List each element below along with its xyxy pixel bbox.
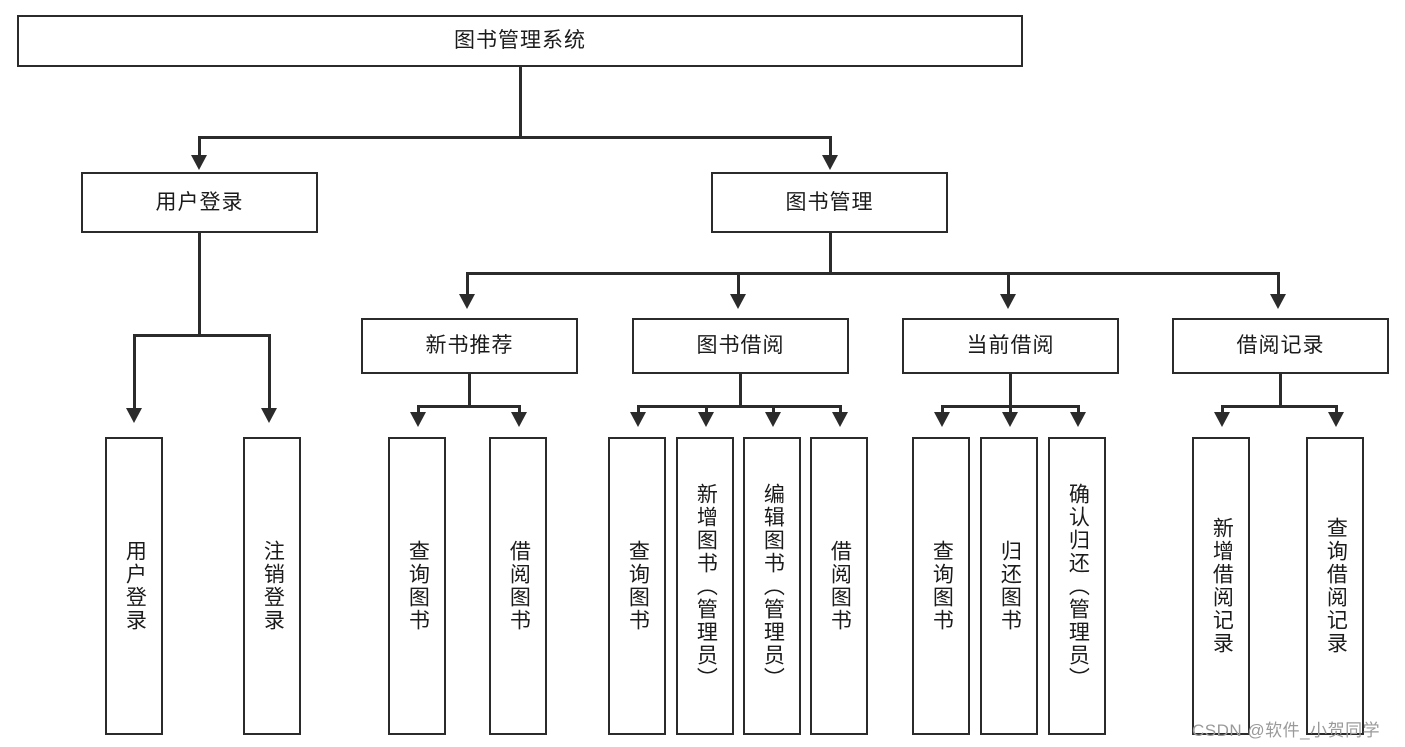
node-label: 用户登录 <box>155 190 244 214</box>
connector-nbr-stem <box>468 374 471 408</box>
node-label: 编辑图书（管理员） <box>761 482 785 690</box>
connector-bb-drop-2 <box>705 405 708 415</box>
node-label: 查询图书 <box>406 540 430 632</box>
leaf-edit-book[interactable]: 编辑图书（管理员） <box>743 437 801 735</box>
connector-level3-drop-2 <box>737 272 740 296</box>
connector-bb-drop-1 <box>637 405 640 415</box>
leaf-logout-login[interactable]: 注销登录 <box>243 437 301 735</box>
node-label: 图书借阅 <box>696 334 785 358</box>
connector-br-bus <box>1221 405 1338 408</box>
arrow-to-user-login <box>191 155 207 170</box>
connector-book-manage-stem <box>829 233 832 275</box>
connector-bb-drop-3 <box>772 405 775 415</box>
arrow-to-book-manage <box>822 155 838 170</box>
node-label: 注销登录 <box>261 540 285 632</box>
connector-cb-stem <box>1009 374 1012 408</box>
node-label: 归还图书 <box>998 540 1022 632</box>
arrow-to-book-borrow <box>730 294 746 309</box>
arrow-to-leaf-edit-book <box>765 412 781 427</box>
leaf-confirm-return[interactable]: 确认归还（管理员） <box>1048 437 1106 735</box>
connector-nbr-bus <box>417 405 521 408</box>
arrow-to-leaf-query-book-3 <box>934 412 950 427</box>
leaf-query-record[interactable]: 查询借阅记录 <box>1306 437 1364 735</box>
connector-root-stem <box>519 67 522 137</box>
node-label: 确认归还（管理员） <box>1066 482 1090 690</box>
node-label: 用户登录 <box>123 540 147 632</box>
arrow-to-current-borrow <box>1000 294 1016 309</box>
node-new-book-recommend[interactable]: 新书推荐 <box>361 318 578 374</box>
node-borrow-record[interactable]: 借阅记录 <box>1172 318 1389 374</box>
arrow-to-leaf-return-book <box>1002 412 1018 427</box>
node-label: 查询图书 <box>930 540 954 632</box>
node-label: 图书管理 <box>785 190 874 214</box>
arrow-to-leaf-query-book-2 <box>630 412 646 427</box>
node-label: 查询借阅记录 <box>1324 517 1348 655</box>
connector-br-drop-2 <box>1335 405 1338 415</box>
arrow-to-leaf-confirm-return <box>1070 412 1086 427</box>
leaf-query-book-3[interactable]: 查询图书 <box>912 437 970 735</box>
connector-nbr-drop-1 <box>417 405 420 415</box>
leaf-borrow-book-2[interactable]: 借阅图书 <box>810 437 868 735</box>
node-label: 新增借阅记录 <box>1210 517 1234 655</box>
arrow-to-new-book-recommend <box>459 294 475 309</box>
connector-cb-drop-1 <box>941 405 944 415</box>
leaf-user-login[interactable]: 用户登录 <box>105 437 163 735</box>
connector-level2-bus <box>198 136 831 139</box>
node-label: 新书推荐 <box>425 334 514 358</box>
node-label: 新增图书（管理员） <box>694 482 718 690</box>
arrow-to-leaf-logout-login <box>261 408 277 423</box>
connector-br-drop-1 <box>1221 405 1224 415</box>
arrow-to-leaf-borrow-book-2 <box>832 412 848 427</box>
leaf-add-record[interactable]: 新增借阅记录 <box>1192 437 1250 735</box>
arrow-to-leaf-user-login <box>126 408 142 423</box>
arrow-to-borrow-record <box>1270 294 1286 309</box>
connector-cb-drop-3 <box>1077 405 1080 415</box>
connector-nbr-drop-2 <box>518 405 521 415</box>
connector-level2-drop-right <box>829 136 832 158</box>
arrow-to-leaf-query-book-1 <box>410 412 426 427</box>
connector-level3-bus <box>466 272 1280 275</box>
node-book-borrow[interactable]: 图书借阅 <box>632 318 849 374</box>
node-label: 当前借阅 <box>966 334 1055 358</box>
connector-bb-drop-4 <box>839 405 842 415</box>
node-label: 查询图书 <box>626 540 650 632</box>
connector-cb-drop-2 <box>1009 405 1012 415</box>
connector-level3-drop-1 <box>466 272 469 296</box>
node-root-system[interactable]: 图书管理系统 <box>17 15 1023 67</box>
node-label: 图书管理系统 <box>454 29 586 53</box>
node-label: 借阅记录 <box>1236 334 1325 358</box>
arrow-to-leaf-add-record <box>1214 412 1230 427</box>
arrow-to-leaf-borrow-book-1 <box>511 412 527 427</box>
connector-user-login-bus <box>133 334 271 337</box>
connector-bb-bus <box>637 405 842 408</box>
connector-user-login-drop-1 <box>133 334 136 410</box>
arrow-to-leaf-add-book <box>698 412 714 427</box>
node-current-borrow[interactable]: 当前借阅 <box>902 318 1119 374</box>
leaf-borrow-book-1[interactable]: 借阅图书 <box>489 437 547 735</box>
arrow-to-leaf-query-record <box>1328 412 1344 427</box>
node-book-manage[interactable]: 图书管理 <box>711 172 948 233</box>
node-user-login[interactable]: 用户登录 <box>81 172 318 233</box>
connector-user-login-drop-2 <box>268 334 271 410</box>
node-label: 借阅图书 <box>507 540 531 632</box>
connector-bb-stem <box>739 374 742 408</box>
leaf-return-book[interactable]: 归还图书 <box>980 437 1038 735</box>
connector-level3-drop-3 <box>1007 272 1010 296</box>
csdn-watermark: CSDN @软件_小贺同学 <box>1192 721 1381 740</box>
connector-level3-drop-4 <box>1277 272 1280 296</box>
leaf-query-book-1[interactable]: 查询图书 <box>388 437 446 735</box>
node-label: 借阅图书 <box>828 540 852 632</box>
connector-br-stem <box>1279 374 1282 408</box>
leaf-add-book[interactable]: 新增图书（管理员） <box>676 437 734 735</box>
leaf-query-book-2[interactable]: 查询图书 <box>608 437 666 735</box>
connector-user-login-stem <box>198 233 201 337</box>
connector-level2-drop-left <box>198 136 201 158</box>
